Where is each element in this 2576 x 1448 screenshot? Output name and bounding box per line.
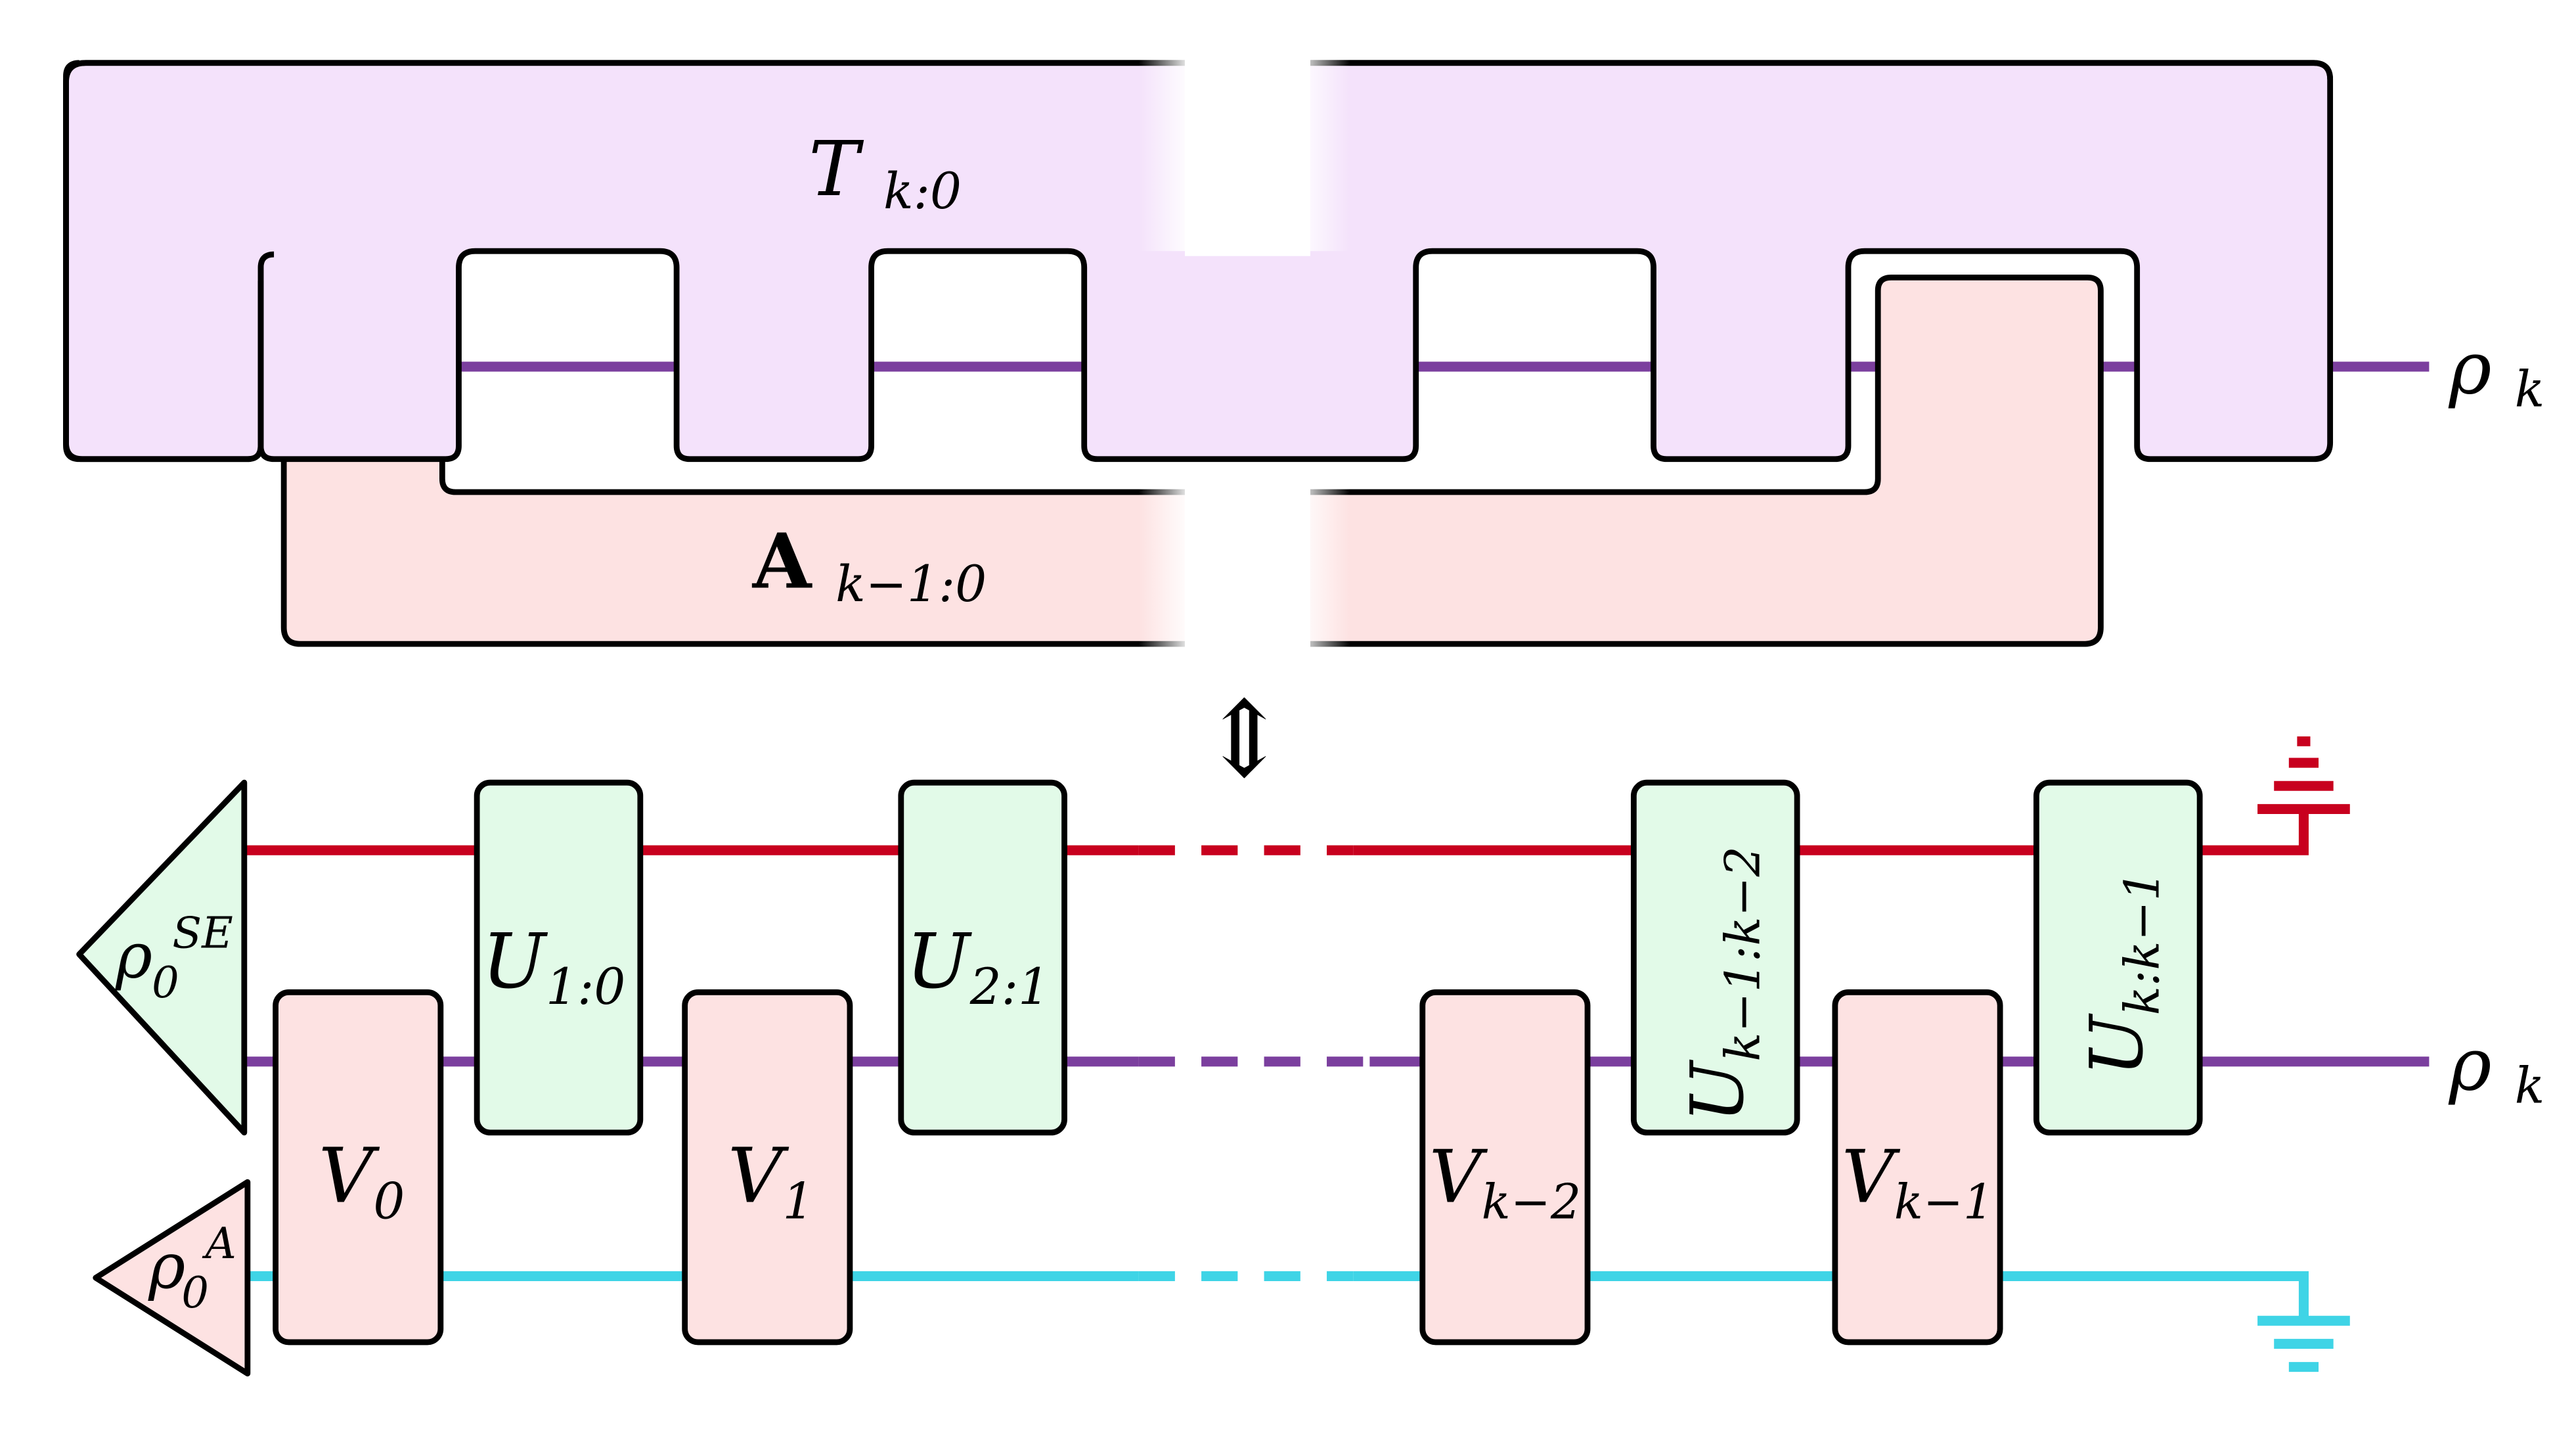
operation-gate-3: Vk−1 — [1832, 989, 2003, 1346]
comb-shape — [66, 60, 2334, 463]
operation-gate-2: Vk−2 — [1419, 989, 1591, 1346]
unitary-label-1: U2:1 — [906, 918, 1050, 1016]
top-output-label: ρ k — [2449, 326, 2545, 418]
operation-gate-0: V0 — [273, 989, 444, 1346]
a-state-label: ρ A — [148, 1219, 236, 1303]
comb-left-arm-fill — [69, 66, 257, 456]
tester-label-main: A — [752, 517, 812, 606]
a-state-main: ρ — [148, 1229, 185, 1303]
top-output-label-sub: k — [2515, 360, 2545, 418]
unitary-gate-2: Uk−1:k−2 — [1630, 779, 1800, 1136]
env-trace-icon — [2257, 736, 2350, 814]
bottom-panel: ρ SE 0 ρ A 0 U1:0 U2:1 Uk−1:k−2 — [76, 736, 2545, 1377]
a-state-sub: 0 — [181, 1268, 209, 1318]
equivalence-symbol: ⇕ — [1200, 678, 1289, 801]
operation-label-2: Vk−2 — [1429, 1135, 1581, 1230]
unitary-label-0: U1:0 — [482, 918, 626, 1016]
anc-wire-right — [1353, 1271, 2309, 1318]
unitary-label-2: Uk−1:k−2 — [1676, 846, 1771, 1123]
operation-gate-1: V1 — [682, 989, 853, 1346]
tester-label: A k−1:0 — [752, 517, 987, 613]
comb-label: T k:0 — [809, 125, 962, 220]
comb-left-arm-edge — [63, 60, 264, 463]
unitary-gate-1: U2:1 — [898, 779, 1067, 1136]
a-state-sup: A — [202, 1219, 236, 1269]
unitary-label-3: Uk:k−1 — [2075, 871, 2170, 1076]
unitary-gate-0: U1:0 — [474, 779, 644, 1136]
top-gap-core-2 — [1184, 482, 1310, 654]
comb-label-main: T — [809, 125, 864, 214]
comb-label-sub: k:0 — [883, 162, 962, 220]
anc-trace-icon — [2257, 1315, 2350, 1372]
se-state-sub: 0 — [152, 958, 179, 1008]
a-state-triangle — [93, 1179, 251, 1377]
se-state-sup: SE — [172, 908, 233, 958]
bottom-output-label-main: ρ — [2449, 1023, 2492, 1108]
operation-label-1: V1 — [728, 1132, 814, 1230]
unitary-gate-3: Uk:k−1 — [2033, 779, 2203, 1136]
comb-top-edge — [85, 60, 2334, 80]
top-gap-core-1 — [1184, 49, 1310, 256]
se-state-main: ρ — [115, 919, 152, 993]
top-output-label-main: ρ — [2449, 326, 2492, 411]
tester-shape — [280, 274, 2104, 647]
operation-label-3: Vk−1 — [1842, 1135, 1993, 1230]
top-panel: T k:0 A k−1:0 ρ k — [63, 49, 2545, 654]
bottom-output-label: ρ k — [2449, 1023, 2545, 1115]
bottom-output-label-sub: k — [2515, 1057, 2545, 1115]
tester-label-sub: k−1:0 — [835, 555, 987, 613]
se-state-label: ρ SE — [115, 908, 233, 992]
operation-label-0: V0 — [319, 1132, 405, 1230]
se-state-triangle — [76, 779, 248, 1136]
